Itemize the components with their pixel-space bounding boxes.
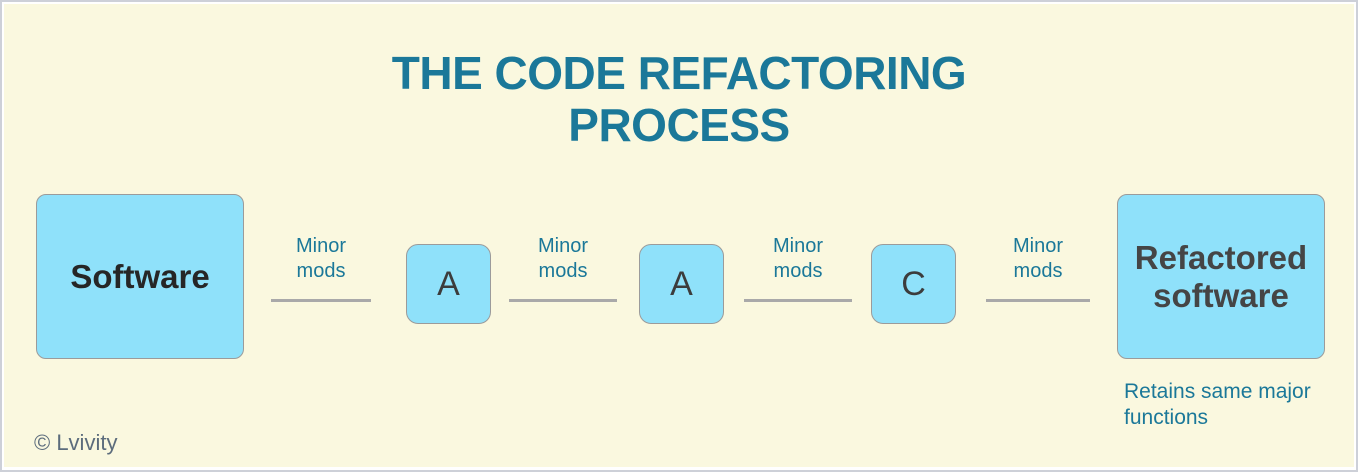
step-box-c-label: C [901,264,926,303]
software-box-label: Software [70,257,210,295]
connector-3-label: Minor mods [772,235,823,282]
connector-4-line [986,299,1090,302]
connector-2-line [509,299,617,302]
connector-3-line [744,299,852,302]
connector-4-label: Minor mods [1012,235,1063,282]
step-box-a1: A [406,244,491,324]
infographic-card: THE CODE REFACTORING PROCESS Software Mi… [4,4,1354,467]
end-note: Retains same major functions [1124,380,1311,429]
step-box-a1-label: A [437,264,460,303]
connector-2: Minor mods [509,234,617,304]
step-box-a2: A [639,244,724,324]
step-box-a2-label: A [670,264,693,303]
connector-3: Minor mods [744,234,852,304]
connector-4: Minor mods [986,234,1090,304]
copyright-text: © Lvivity [34,430,118,455]
connector-1: Minor mods [271,234,371,304]
title-line-1: THE CODE REFACTORING [391,47,967,99]
step-box-c: C [871,244,956,324]
refactored-software-box-label: Refactored software [1134,238,1308,314]
software-box: Software [36,194,244,359]
connector-1-line [271,299,371,302]
page-title: THE CODE REFACTORING PROCESS [4,47,1354,151]
refactored-software-box: Refactored software [1117,194,1325,359]
connector-2-label: Minor mods [537,235,588,282]
connector-1-label: Minor mods [295,235,346,282]
title-line-2: PROCESS [568,98,790,151]
